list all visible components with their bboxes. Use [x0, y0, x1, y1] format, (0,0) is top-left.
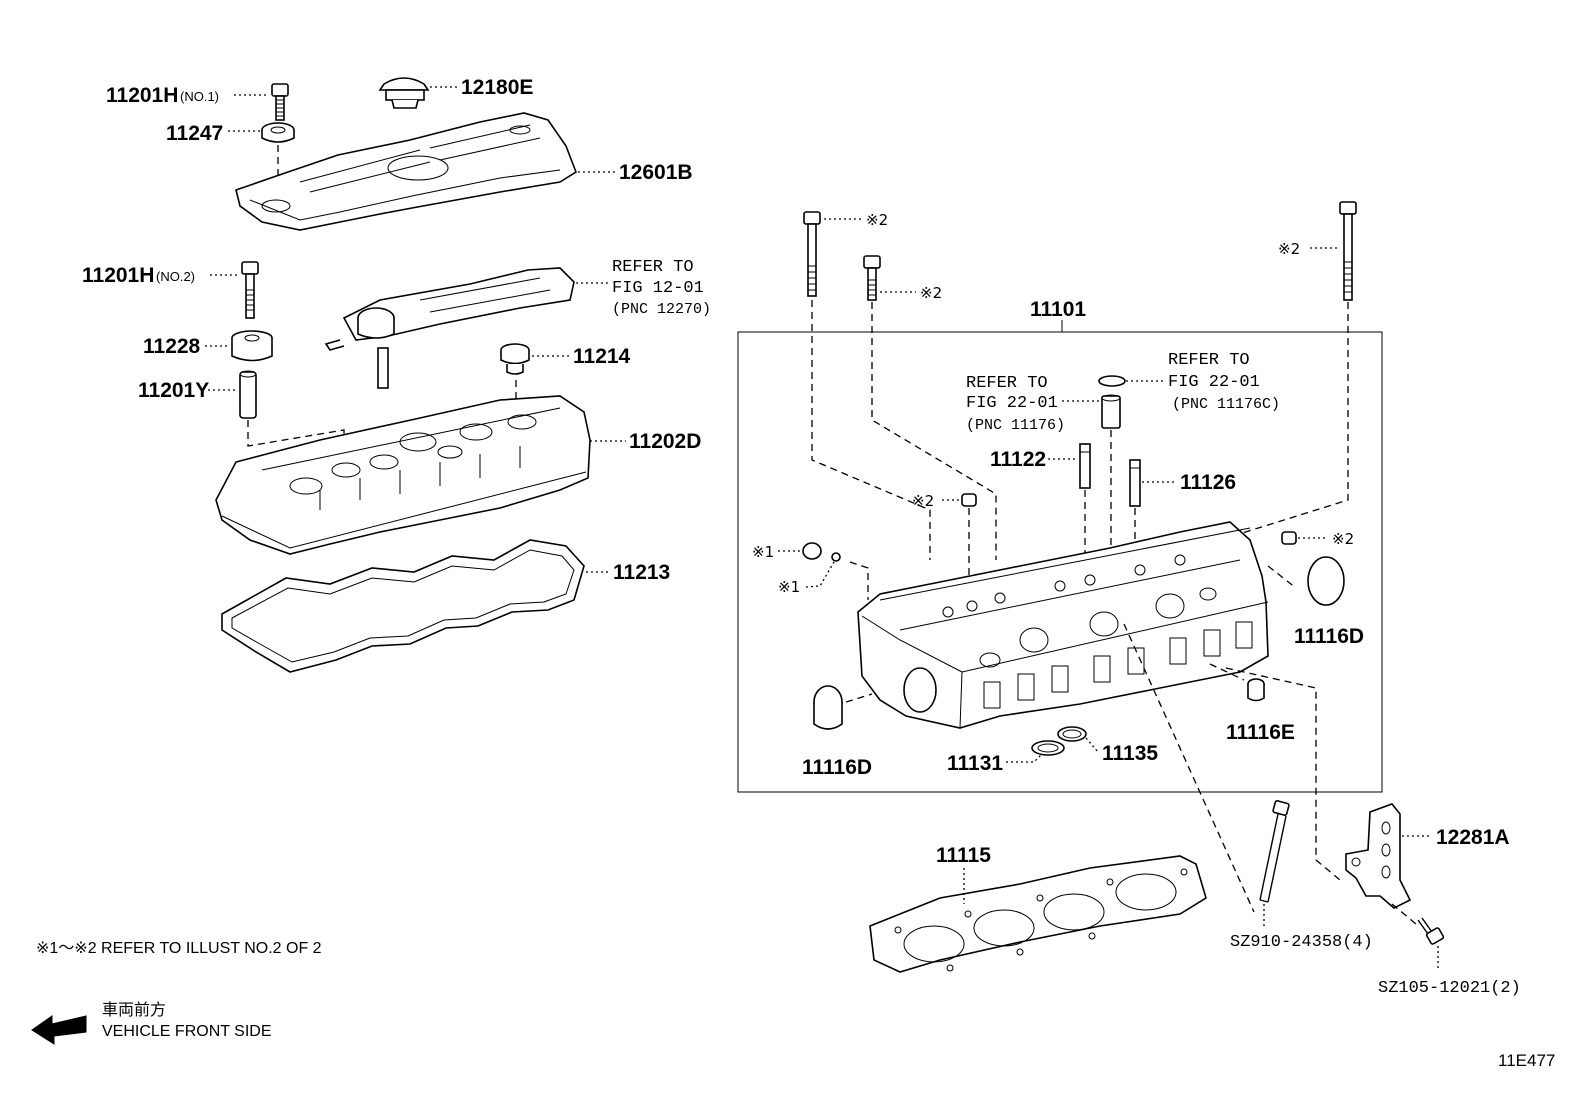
bolt-11201h-no2: [241, 261, 259, 319]
engine-cover-12601b: [235, 112, 577, 231]
plug-11116e: [1247, 678, 1265, 702]
steel-ball: [831, 552, 841, 562]
ref-valve-right-line1: REFER TO: [1168, 351, 1250, 370]
head-bolt-mid: [863, 255, 881, 301]
label-11213: 11213: [613, 561, 670, 584]
plug-left: [961, 493, 977, 507]
mark-bolt-mid: ※2: [920, 284, 942, 302]
vehicle-front-en: VEHICLE FRONT SIDE: [102, 1023, 272, 1040]
label-11135: 11135: [1102, 742, 1158, 765]
label-11131: 11131: [947, 752, 1003, 775]
label-11202d: 11202D: [629, 430, 701, 453]
ref-valve-right-line2: FIG 22-01: [1168, 373, 1260, 392]
label-11228: 11228: [143, 335, 201, 358]
valve-guide-11122: [1079, 443, 1091, 489]
mark-m1-plug: ※1: [752, 543, 774, 561]
bracket-12281a: [1345, 803, 1412, 909]
label-11201h-no1: 11201H: [106, 84, 178, 107]
label-11116d-left: 11116D: [802, 756, 872, 779]
pcv-separator-assembly: [324, 267, 575, 389]
cup-plug-11116d-left: [813, 685, 843, 730]
label-11126: 11126: [1180, 471, 1236, 494]
label-11201h-no2: 11201H: [82, 264, 154, 287]
label-sz105: SZ105-12021(2): [1378, 979, 1521, 998]
ref-pcv-line3: (PNC 12270): [612, 301, 711, 318]
ref-valve-right-line3: (PNC 11176C): [1172, 396, 1280, 413]
ref-valve-left-line3: (PNC 11176): [966, 417, 1065, 434]
head-gasket-11115: [869, 855, 1207, 973]
label-12180e: 12180E: [461, 76, 533, 99]
label-11201y: 11201Y: [138, 379, 209, 402]
label-11116e: 11116E: [1226, 721, 1295, 744]
mark-m1-ball: ※1: [778, 578, 800, 596]
shim-ring: [1098, 375, 1126, 387]
mark-plug-right: ※2: [1332, 530, 1354, 548]
plug-right: [1281, 531, 1297, 545]
bolt-sz105: [1417, 917, 1445, 945]
cylinder-head-cover-11202d: [215, 395, 591, 555]
ref-pcv-line2: FIG 12-01: [612, 279, 704, 298]
head-bolt-right: [1339, 201, 1357, 301]
label-11214: 11214: [573, 345, 631, 368]
cylinder-head-body: [857, 521, 1269, 729]
ref-valve-left-line2: FIG 22-01: [966, 394, 1058, 413]
label-11115: 11115: [936, 844, 991, 867]
ref-pcv-line1: REFER TO: [612, 258, 694, 277]
label-11247: 11247: [166, 122, 223, 145]
refer-illust-note: ※1～※2 REFER TO ILLUST NO.2 OF 2: [36, 940, 322, 957]
cup-plug-11116d-right: [1307, 556, 1345, 606]
label-11201h-no2-suffix: (NO.2): [156, 269, 195, 284]
ref-valve-left-line1: REFER TO: [966, 374, 1048, 393]
label-12601b: 12601B: [619, 161, 693, 184]
assembly-box-11101: [737, 331, 1383, 793]
collar-11201y: [239, 370, 257, 419]
head-bolt-left: [803, 211, 821, 297]
mark-bolt-left: ※2: [866, 211, 888, 229]
bolt-sz910: [1259, 800, 1290, 903]
label-sz910: SZ910-24358(4): [1230, 933, 1373, 952]
ring-11131: [1031, 740, 1065, 756]
label-11101: 11101: [1030, 298, 1086, 321]
figure-id: 11E477: [1498, 1051, 1555, 1070]
oil-filler-cap-12180e: [378, 77, 430, 109]
vehicle-front-jp: 車両前方: [102, 1001, 166, 1019]
grommet-11214: [500, 343, 530, 375]
plug-m1: [802, 542, 822, 560]
mark-plug-left: ※2: [912, 492, 934, 510]
head-cover-gasket-11213: [221, 539, 585, 673]
label-11201h-no1-suffix: (NO.1): [180, 89, 219, 104]
label-11122: 11122: [990, 448, 1046, 471]
bolt-11201h-no1: [271, 83, 289, 121]
label-12281a: 12281A: [1436, 826, 1510, 849]
valve-lifter: [1101, 394, 1121, 429]
left-arrow-icon: [31, 1015, 87, 1045]
ring-11135: [1057, 726, 1087, 742]
valve-guide-11126: [1129, 459, 1141, 507]
grommet-11247: [261, 122, 295, 143]
mark-bolt-right: ※2: [1278, 240, 1300, 258]
label-11116d-right: 11116D: [1294, 625, 1364, 648]
cushion-11228: [231, 330, 273, 362]
